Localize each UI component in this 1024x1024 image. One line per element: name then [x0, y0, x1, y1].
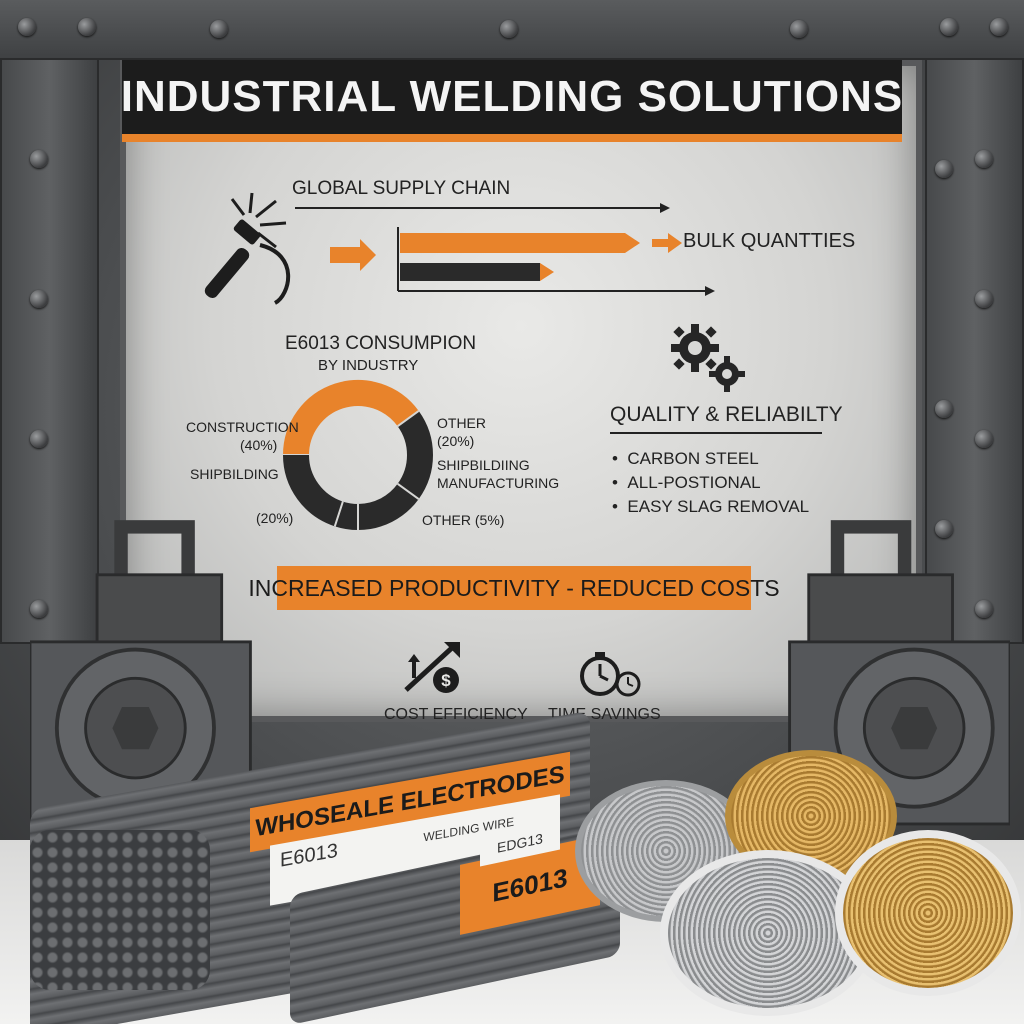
productivity-banner: INCREASED PRODUCTIVITY - REDUCED COSTS: [248, 566, 780, 610]
consumption-title: E6013 CONSUMPION: [285, 333, 477, 354]
donut-slice-separator: [397, 482, 420, 500]
rivet: [940, 18, 958, 36]
bullet: •: [612, 497, 618, 516]
quality-item-text: CARBON STEEL: [627, 449, 759, 468]
label-shipbuilding-manufacturing-2: MANUFACTURING: [437, 475, 560, 491]
donut-slice-separator: [333, 501, 344, 527]
page-title: INDUSTRIAL WELDING SOLUTIONS: [120, 72, 904, 121]
left-steel-pillar: [0, 0, 99, 644]
rivet: [78, 18, 96, 36]
consumption-subtitle: BY INDUSTRY: [318, 357, 419, 374]
label-construction-pct: (40%): [240, 437, 278, 453]
bronze-wire-spool-front: [835, 830, 1021, 996]
consumption-donut-chart: [283, 380, 433, 530]
rivet: [18, 18, 36, 36]
rivet: [30, 430, 48, 448]
label-shipbuilding-pct: (20%): [256, 510, 294, 526]
donut-slice: [397, 410, 433, 500]
donut-slice: [357, 483, 419, 530]
donut-slice: [283, 454, 344, 527]
bulk-quantities-label: BULK QUANTTIES: [683, 230, 856, 252]
productivity-banner-text: INCREASED PRODUCTIVITY - REDUCED COSTS: [248, 574, 780, 601]
stopwatch-icon: [580, 652, 641, 697]
bullet: •: [612, 449, 618, 468]
quality-item: • CARBON STEEL: [612, 449, 809, 473]
rivet: [990, 18, 1008, 36]
supply-chain-label: GLOBAL SUPPLY CHAIN: [292, 178, 511, 199]
bundle-small-tag-text: EDG13: [497, 830, 543, 856]
bundle-code: E6013: [280, 839, 338, 872]
rivet: [975, 290, 993, 308]
welding-torch-icon: [204, 192, 291, 305]
cost-efficiency-label: COST EFFICIENCY: [384, 706, 528, 723]
label-other-bottom: OTHER (5%): [422, 512, 505, 528]
label-other-top: OTHER: [437, 415, 486, 431]
rivet: [935, 160, 953, 178]
quality-item: • ALL-POSTIONAL: [612, 473, 809, 497]
rivet: [975, 600, 993, 618]
rivet: [975, 150, 993, 168]
rivet: [935, 520, 953, 538]
rivet: [210, 20, 228, 38]
quality-underline: [610, 432, 822, 434]
label-shipbuilding-manufacturing-1: SHIPBILDIING: [437, 457, 530, 473]
electrode-bundle-ends: [30, 830, 210, 990]
label-construction: CONSTRUCTION: [186, 419, 299, 435]
label-other-top-pct: (20%): [437, 433, 475, 449]
quality-item-text: EASY SLAG REMOVAL: [627, 497, 810, 516]
rivet: [500, 20, 518, 38]
right-welding-machine: [788, 520, 1010, 826]
donut-slice-separator: [397, 410, 420, 428]
quality-title: QUALITY & RELIABILTY: [610, 403, 843, 426]
rivet: [30, 150, 48, 168]
bundle-small-code: E6013: [492, 861, 568, 908]
rivet: [790, 20, 808, 38]
rivet: [30, 290, 48, 308]
dollar-growth-icon: $: [404, 642, 460, 693]
donut-slice: [334, 501, 359, 530]
quality-list: • CARBON STEEL • ALL-POSTIONAL • EASY SL…: [612, 449, 809, 521]
gears-icon: [671, 324, 745, 392]
bullet: •: [612, 473, 618, 492]
svg-text:$: $: [441, 671, 451, 690]
label-shipbuilding: SHIPBILDING: [190, 466, 279, 482]
donut-slice: [283, 380, 419, 456]
quality-item-text: ALL-POSTIONAL: [627, 473, 761, 492]
rivet: [30, 600, 48, 618]
rivet: [975, 430, 993, 448]
supply-chain-arrows: [295, 203, 715, 296]
quality-item: • EASY SLAG REMOVAL: [612, 497, 809, 521]
title-banner: INDUSTRIAL WELDING SOLUTIONS: [120, 60, 904, 142]
rivet: [935, 400, 953, 418]
